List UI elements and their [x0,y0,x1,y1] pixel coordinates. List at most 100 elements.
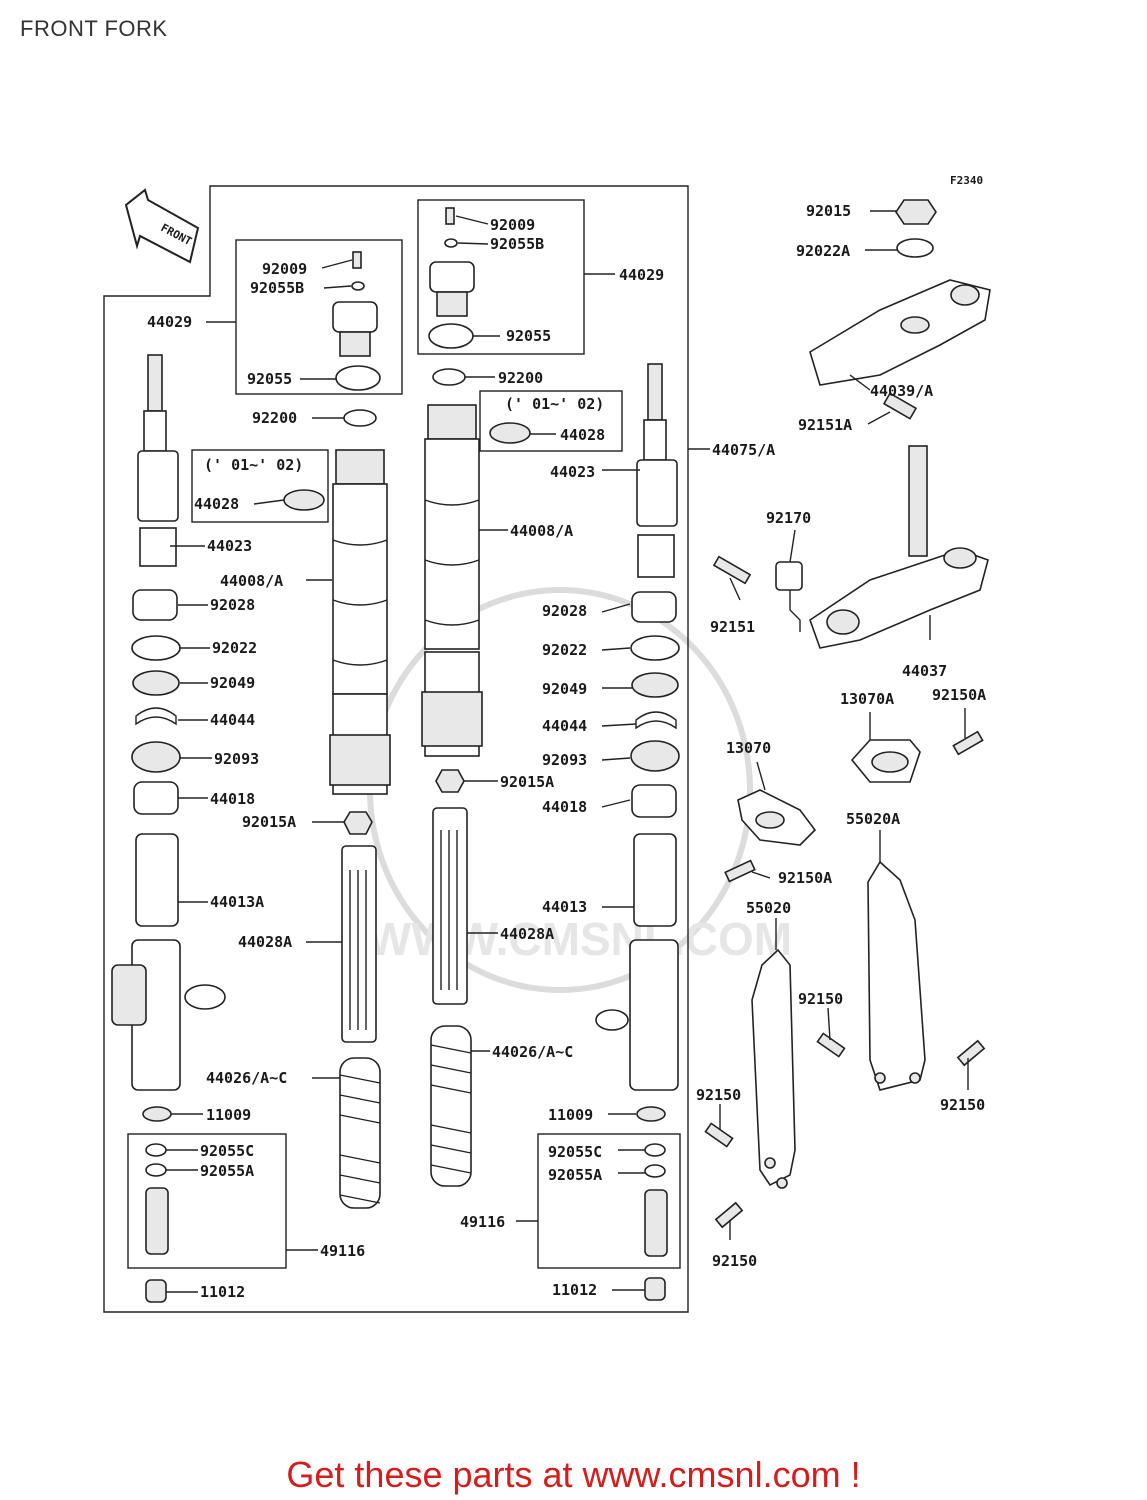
front-arrow-icon: FRONT [124,188,200,264]
label-92055B-left: 92055B [250,279,304,297]
label-44028-right: 44028 [560,426,605,444]
label-0102-left: (' 01~' 02) [204,456,303,474]
label-44028A-left: 44028A [238,933,292,951]
left-cap-parts [332,251,381,391]
label-92093-left: 92093 [214,750,259,768]
label-44028-left: 44028 [194,495,239,513]
label-13070A: 13070A [840,690,894,708]
left-cap-box [235,239,403,395]
part-13070 [737,789,817,846]
right-0102-box [479,390,623,452]
label-44013A-left: 44013A [210,893,264,911]
label-44026-right: 44026/A~C [492,1043,573,1061]
label-0102-right: (' 01~' 02) [505,395,604,413]
part-13070A [850,739,921,783]
part-44028A-right [432,807,468,1005]
part-44028-left [283,489,325,511]
part-92049-right [631,672,679,698]
label-92200-right: 92200 [498,369,543,387]
label-44018-left: 44018 [210,790,255,808]
label-44026-left: 44026/A~C [206,1069,287,1087]
part-92150A-top [952,730,984,756]
label-11012-left: 11012 [200,1283,245,1301]
part-44018-left [133,781,179,815]
part-92150-a [816,1032,846,1058]
part-lower-fork-left [111,939,226,1091]
part-11009-right [636,1106,666,1122]
part-44044-right [635,711,677,730]
left-valve-box [127,1133,287,1269]
page-title: FRONT FORK [20,16,168,41]
label-11009-right: 11009 [548,1106,593,1124]
label-92022-left: 92022 [212,639,257,657]
part-92015 [895,199,937,225]
label-92150A-mid: 92150A [778,869,832,887]
label-44023-left: 44023 [207,537,252,555]
part-lower-fork-right [595,939,679,1091]
part-92093-left [131,741,181,773]
label-92150-b: 92150 [940,1096,985,1114]
label-92015: 92015 [806,202,851,220]
label-44037: 44037 [902,662,947,680]
label-92151: 92151 [710,618,755,636]
part-44037-lower-bracket [809,445,989,649]
part-44075-left [137,354,179,522]
shop-link[interactable]: Get these parts at www.cmsnl.com ! [286,1454,861,1495]
label-92028-left: 92028 [210,596,255,614]
part-44013A-left [135,833,179,927]
label-55020A: 55020A [846,810,900,828]
part-44008-left-tube [329,449,391,795]
label-11012-right: 11012 [552,1281,597,1299]
labels: 92009 92055B 44029 92055 92200 (' 01~' 0… [147,202,986,1301]
label-92009-right: 92009 [490,216,535,234]
part-44028A-left [341,845,377,1043]
svg-text:WWW.CMSNL.COM: WWW.CMSNL.COM [368,913,792,965]
part-92151 [712,555,752,585]
label-92055C-left: 92055C [200,1142,254,1160]
part-92150A-mid [724,859,756,883]
figure-code: F2340 [950,174,983,187]
part-92150-b [956,1039,986,1067]
part-92028-left [132,589,178,621]
part-92028-right [631,591,677,623]
assembly-frame [103,185,689,1313]
label-92049-left: 92049 [210,674,255,692]
label-92015A-left: 92015A [242,813,296,831]
right-cap-parts [428,207,475,349]
part-92049-left [132,670,180,696]
label-44008A-left: 44008/A [220,572,283,590]
label-92151A: 92151A [798,416,852,434]
part-92150-d [714,1201,744,1229]
part-44008-right-tube [421,404,483,757]
label-44023-right: 44023 [550,463,595,481]
label-92170: 92170 [766,509,811,527]
label-44029-left: 44029 [147,313,192,331]
leader-lines [166,210,969,1293]
label-92093-right: 92093 [542,751,587,769]
part-92022-right [630,635,680,661]
label-92150-a: 92150 [798,990,843,1008]
label-92150-d: 92150 [712,1252,757,1270]
label-92055A-left: 92055A [200,1162,254,1180]
part-44028-right [489,422,531,444]
label-44013-right: 44013 [542,898,587,916]
part-92151A [882,392,918,420]
label-92022A: 92022A [796,242,850,260]
part-92170 [775,561,803,632]
left-0102-box [191,449,329,523]
label-44039A: 44039/A [870,382,933,400]
part-44023-left [139,527,177,567]
label-44018-right: 44018 [542,798,587,816]
label-11009-left: 11009 [206,1106,251,1124]
label-44029-right: 44029 [619,266,664,284]
label-13070: 13070 [726,739,771,757]
label-44044-right: 44044 [542,717,587,735]
part-55020-guard [751,948,796,1189]
label-44028A-right: 44028A [500,925,554,943]
label-92150A-top: 92150A [932,686,986,704]
label-92150-c: 92150 [696,1086,741,1104]
part-44039A-upper-bracket [809,279,991,386]
part-92022A [896,238,934,258]
part-11012-right [644,1277,666,1301]
